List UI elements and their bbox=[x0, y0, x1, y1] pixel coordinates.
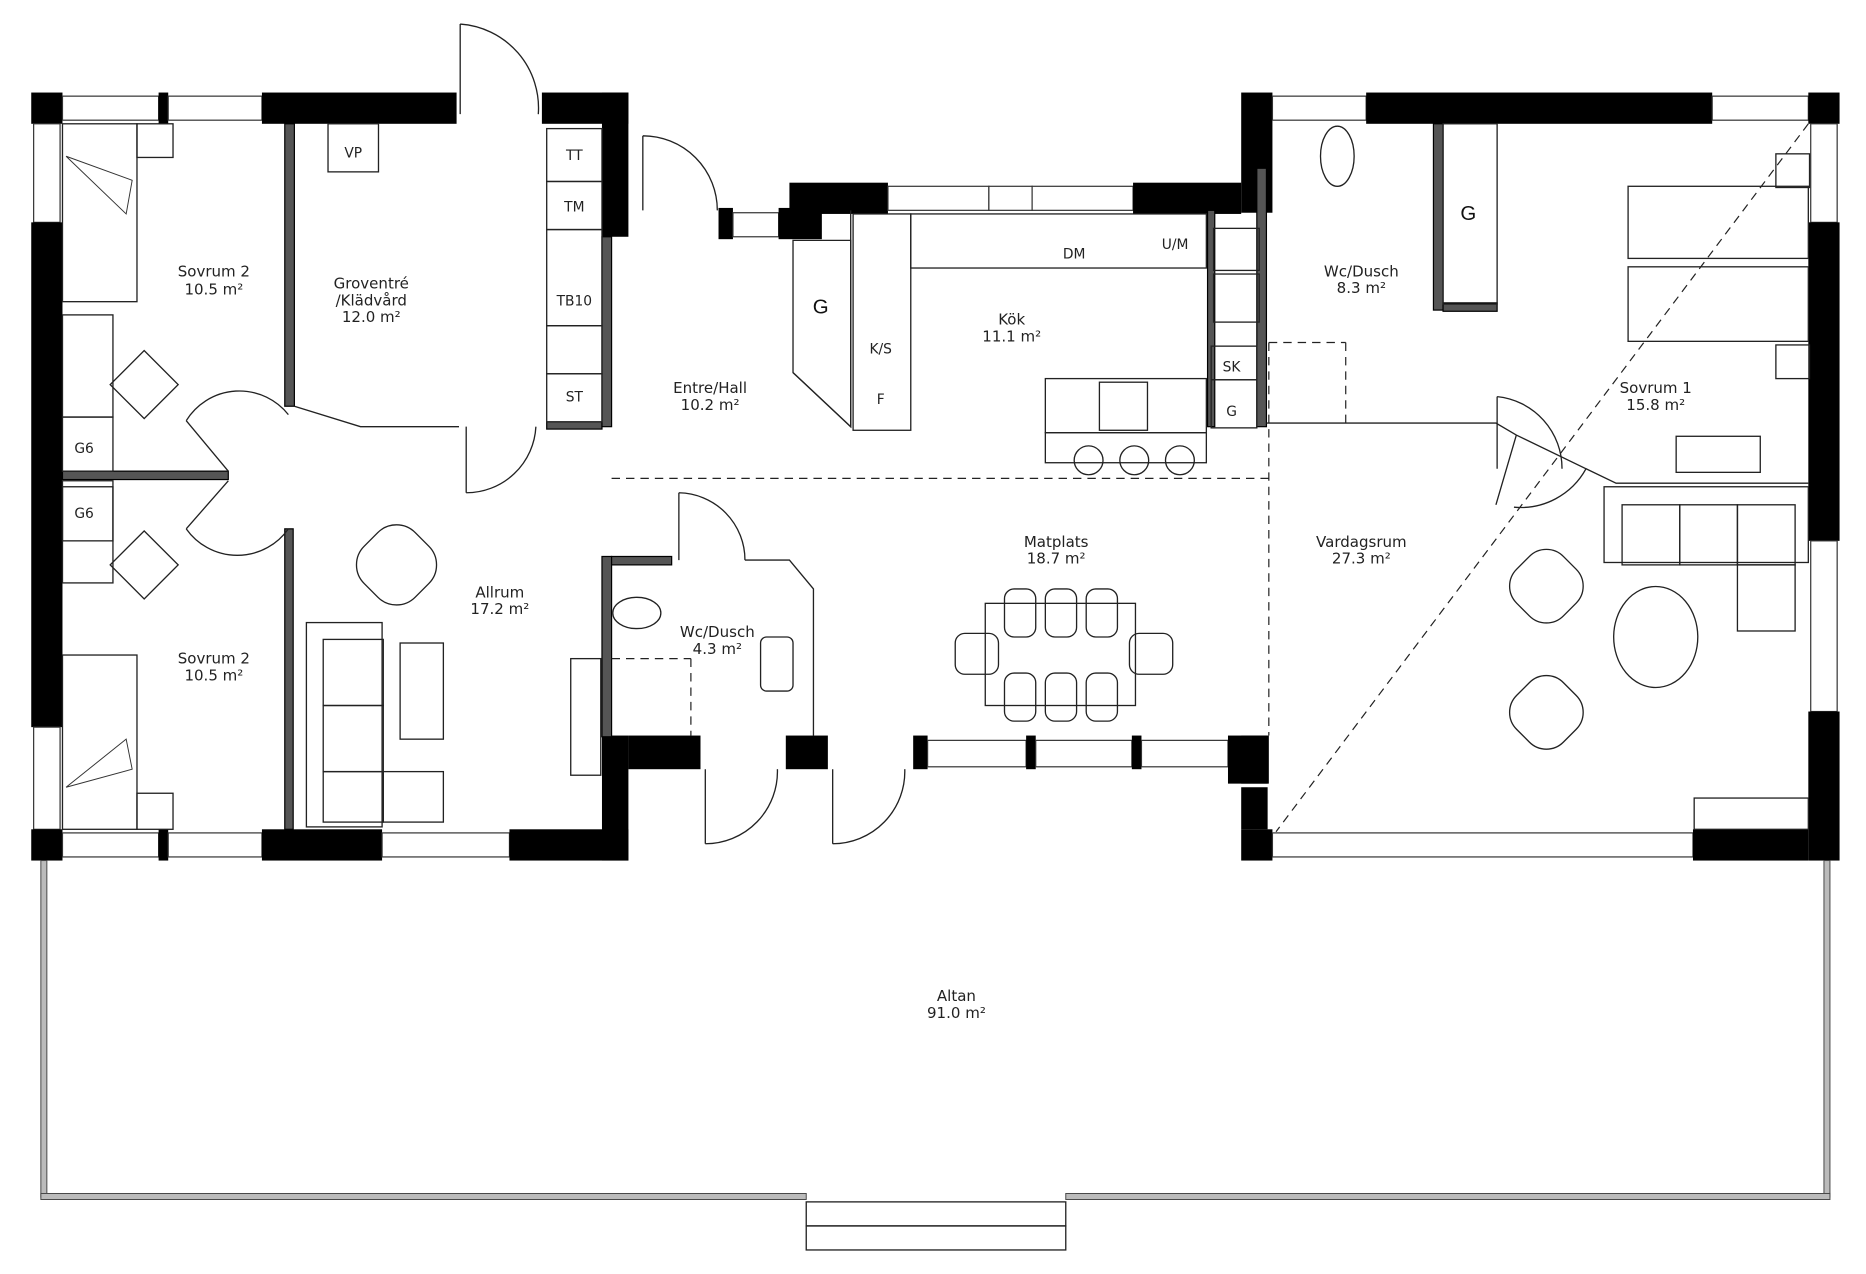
doors bbox=[185, 23, 1587, 845]
wardrobe-g-hall: G bbox=[813, 297, 829, 319]
fixture-st: ST bbox=[566, 389, 584, 405]
fixture-labels: VP TT TM TB10 ST G6 G6 DM U/M K/S F SK G… bbox=[74, 145, 1476, 522]
fixture-um: U/M bbox=[1162, 237, 1189, 253]
fixture-g6-b: G6 bbox=[74, 506, 93, 522]
fixture-sk: SK bbox=[1223, 359, 1242, 375]
fixture-ks: K/S bbox=[869, 341, 891, 357]
fixture-g: G bbox=[1226, 404, 1237, 420]
fixture-dm: DM bbox=[1063, 246, 1086, 262]
wardrobe-g-wc: G bbox=[1460, 203, 1476, 225]
fixture-tb10: TB10 bbox=[556, 293, 592, 309]
fixture-f: F bbox=[877, 392, 885, 408]
altan-railing bbox=[40, 860, 1831, 1251]
exterior-walls bbox=[31, 92, 1840, 861]
interior-walls bbox=[61, 123, 1809, 830]
fixture-vp: VP bbox=[344, 145, 362, 161]
fixture-g6-a: G6 bbox=[74, 441, 93, 457]
fixture-tm: TM bbox=[563, 200, 584, 216]
fixture-tt: TT bbox=[565, 148, 583, 164]
zone-lines bbox=[611, 123, 1809, 833]
furniture bbox=[61, 123, 1811, 830]
